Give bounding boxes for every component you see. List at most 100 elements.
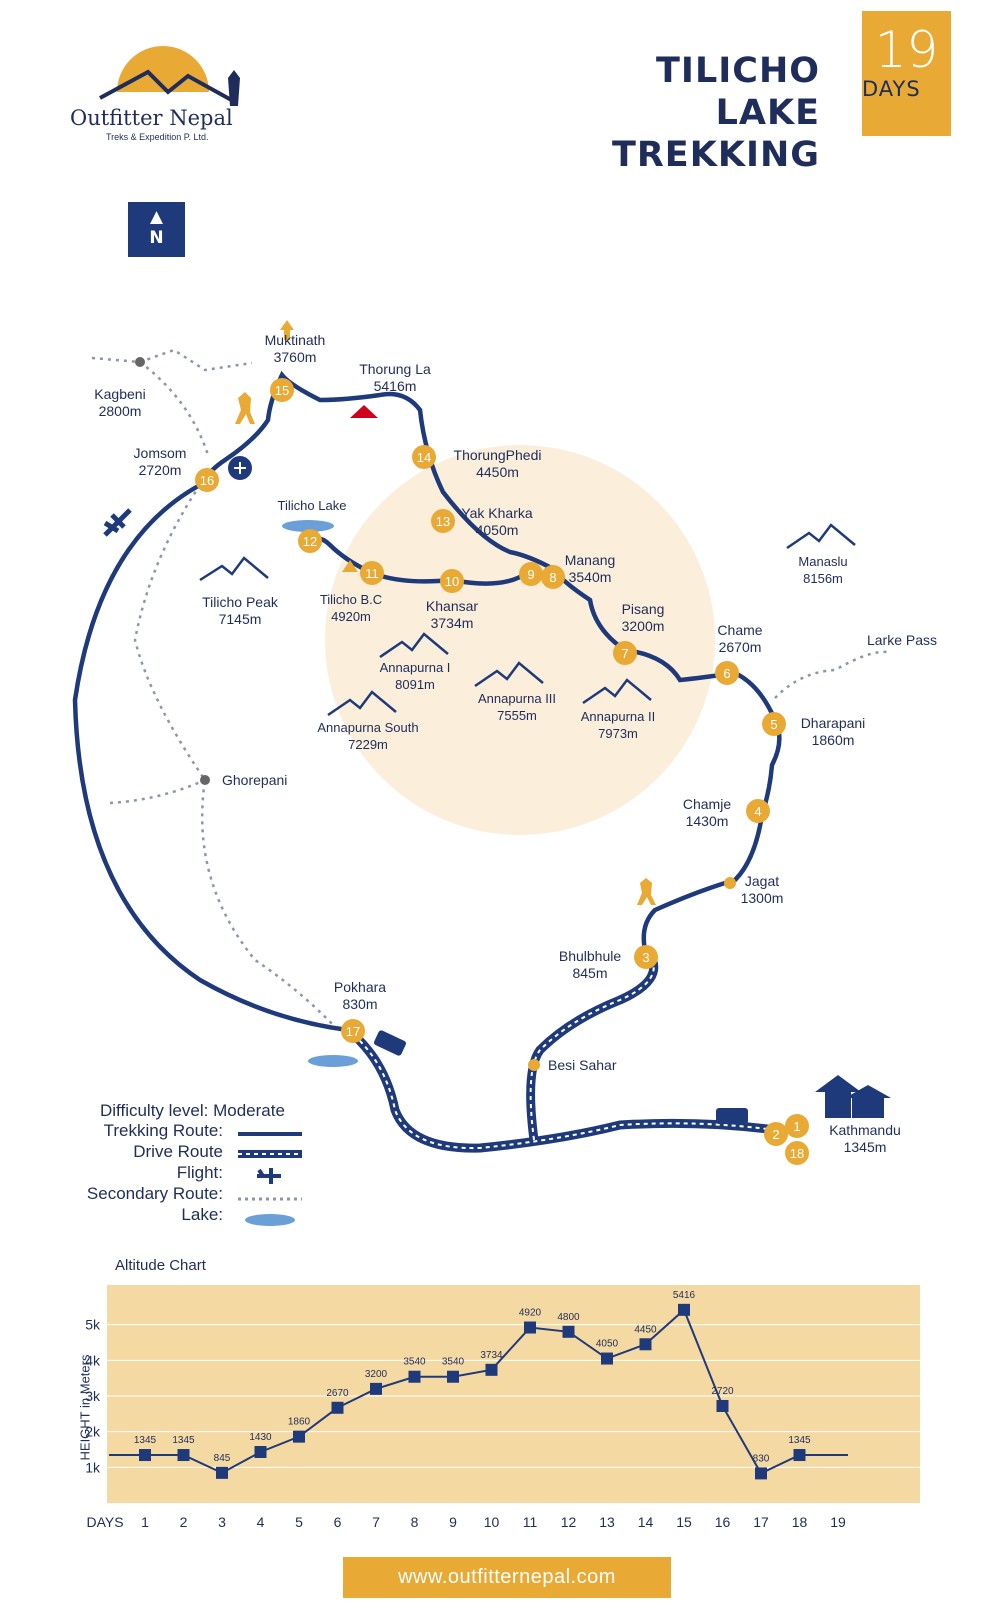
stop-number: 16 (200, 473, 214, 488)
x-tick-label: 9 (449, 1514, 457, 1530)
legend-symbols (238, 1132, 302, 1226)
stop-marker-16: 16 (195, 468, 219, 492)
legend-lake-icon (245, 1214, 295, 1226)
mountain-icons (199, 523, 856, 717)
altitude-point (139, 1449, 151, 1462)
ghorepani-dot (200, 775, 210, 785)
stop-marker-3: 3 (634, 945, 658, 969)
tilicho-lake-icon (282, 520, 334, 532)
annapurna-south-icon (327, 690, 397, 717)
altitude-value-label: 1345 (788, 1435, 811, 1446)
legend-difficulty: Difficulty level: Moderate (100, 1101, 285, 1120)
page-title: TILICHO LAKE TREKKING (540, 50, 820, 176)
altitude-value-label: 3540 (442, 1357, 465, 1368)
besi-sahar-dot (528, 1059, 540, 1071)
stop-marker-8: 8 (541, 565, 565, 589)
hiker-icon (235, 392, 255, 424)
stop-marker-7: 7 (613, 641, 637, 665)
stop-number: 13 (436, 514, 450, 529)
stop-number: 1 (793, 1119, 800, 1134)
stop-number: 17 (346, 1024, 360, 1039)
stop-circle (785, 1114, 809, 1138)
stop-marker-14: 14 (412, 445, 436, 469)
stop-circle (746, 799, 770, 823)
x-tick-label: 13 (599, 1514, 615, 1530)
altitude-value-label: 3200 (365, 1369, 388, 1380)
manaslu-icon (786, 523, 856, 550)
altitude-value-label: 1345 (134, 1435, 157, 1446)
altitude-point (562, 1325, 575, 1338)
logo-mountain-icon (99, 69, 236, 104)
x-tick-label: 6 (334, 1514, 342, 1530)
x-tick-label: 3 (218, 1514, 226, 1530)
chart-plot-area (107, 1285, 920, 1503)
logo-hiker-icon (228, 70, 240, 106)
north-arrow-icon: ▲ (145, 204, 168, 229)
altitude-value-label: 830 (753, 1453, 770, 1464)
altitude-value-label: 3734 (480, 1350, 503, 1361)
kagbeni-dot (135, 357, 145, 367)
x-tick-label: 14 (638, 1514, 654, 1530)
stop-number: 2 (772, 1127, 779, 1142)
stop-marker-12: 12 (298, 529, 322, 553)
stop-circle (541, 565, 565, 589)
stop-number: 7 (621, 646, 628, 661)
y-tick-label: 4k (85, 1352, 101, 1368)
annapurna-2-icon (582, 678, 652, 705)
north-letter: N (149, 228, 164, 248)
stop-number: 15 (275, 383, 289, 398)
title-line-1: TILICHO LAKE (656, 51, 820, 133)
stop-marker-2: 2 (764, 1122, 788, 1146)
days-label: DAYS (862, 77, 921, 101)
x-tick-label: 7 (372, 1514, 380, 1530)
x-tick-label: 11 (523, 1514, 538, 1530)
map-sun-backdrop (325, 445, 715, 835)
website-link[interactable]: www.outfitternepal.com (343, 1557, 671, 1598)
altitude-point (601, 1352, 613, 1365)
chart-title: Altitude Chart (115, 1257, 206, 1274)
altitude-value-label: 4450 (634, 1324, 657, 1335)
stop-number: 11 (365, 566, 379, 581)
legend-lake-label: Lake: (181, 1205, 223, 1224)
base-camp-tent-icon (342, 560, 358, 572)
stop-circle (715, 661, 739, 685)
stop-marker-11: 11 (360, 561, 384, 585)
stop-number: 4 (754, 804, 761, 819)
stop-marker-4: 4 (746, 799, 770, 823)
x-tick-label: 18 (792, 1514, 808, 1530)
stop-circle (360, 561, 384, 585)
brand-logo (99, 46, 240, 142)
x-tick-label: 1 (141, 1514, 149, 1530)
phewa-lake-icon (308, 1055, 358, 1067)
stop-marker-5: 5 (762, 712, 786, 736)
stop-marker-18: 18 (785, 1141, 809, 1165)
x-tick-label: 16 (715, 1514, 731, 1530)
x-tick-label: 17 (753, 1514, 769, 1530)
stop-marker-15: 15 (270, 378, 294, 402)
altitude-point (254, 1445, 267, 1458)
airplane-icon (103, 508, 132, 537)
altitude-point (447, 1370, 459, 1383)
days-badge: 19 DAYS (862, 11, 951, 136)
stop-circle (613, 641, 637, 665)
x-tick-label: 12 (561, 1514, 577, 1530)
drive-routes (345, 952, 776, 1153)
hiker-icon-2 (637, 878, 656, 905)
flight-route (72, 475, 349, 1033)
altitude-point (177, 1449, 190, 1462)
altitude-value-label: 2720 (711, 1386, 734, 1397)
altitude-point (485, 1363, 498, 1376)
altitude-value-label: 845 (214, 1453, 231, 1464)
stop-circle (431, 509, 455, 533)
brand-tagline: Treks & Expedition P. Ltd. (106, 132, 209, 142)
stop-circle (412, 445, 436, 469)
